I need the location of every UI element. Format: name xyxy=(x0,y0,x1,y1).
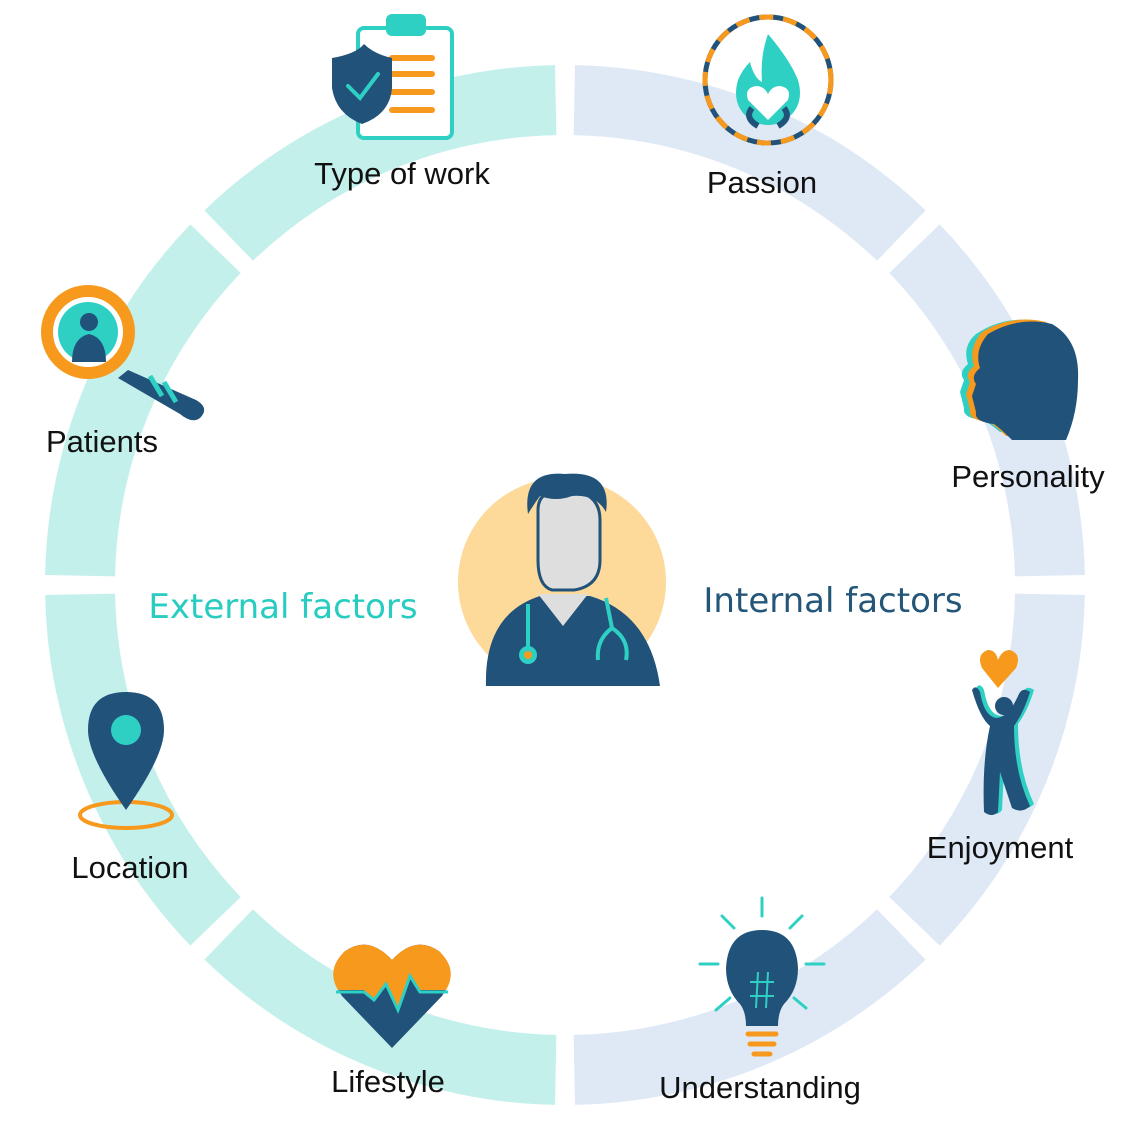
ring-segment-patients xyxy=(45,224,241,577)
head-profile-icon xyxy=(960,319,1079,440)
heartbeat-icon xyxy=(333,944,451,1048)
lightbulb-icon xyxy=(698,896,826,1057)
flame-heart-icon xyxy=(702,14,834,146)
ring-segment-type-of-work xyxy=(204,65,557,261)
factor-label-enjoyment: Enjoyment xyxy=(927,830,1074,865)
clipboard-shield-icon xyxy=(332,14,454,140)
factor-label-passion: Passion xyxy=(707,165,817,200)
internal-factors-title: Internal factors xyxy=(703,581,962,621)
factor-label-type-of-work: Type of work xyxy=(314,156,490,191)
location-pin-icon xyxy=(78,692,174,830)
person-heart-icon xyxy=(972,650,1034,815)
external-factors-title: External factors xyxy=(148,587,417,627)
magnifier-person-icon xyxy=(41,285,205,421)
doctor-icon xyxy=(458,473,666,686)
factor-label-patients: Patients xyxy=(46,424,158,459)
ring-segment-passion xyxy=(573,65,926,261)
factor-label-lifestyle: Lifestyle xyxy=(331,1064,445,1099)
factor-label-location: Location xyxy=(71,850,188,885)
factor-label-understanding: Understanding xyxy=(659,1070,861,1105)
factor-label-personality: Personality xyxy=(951,459,1105,494)
